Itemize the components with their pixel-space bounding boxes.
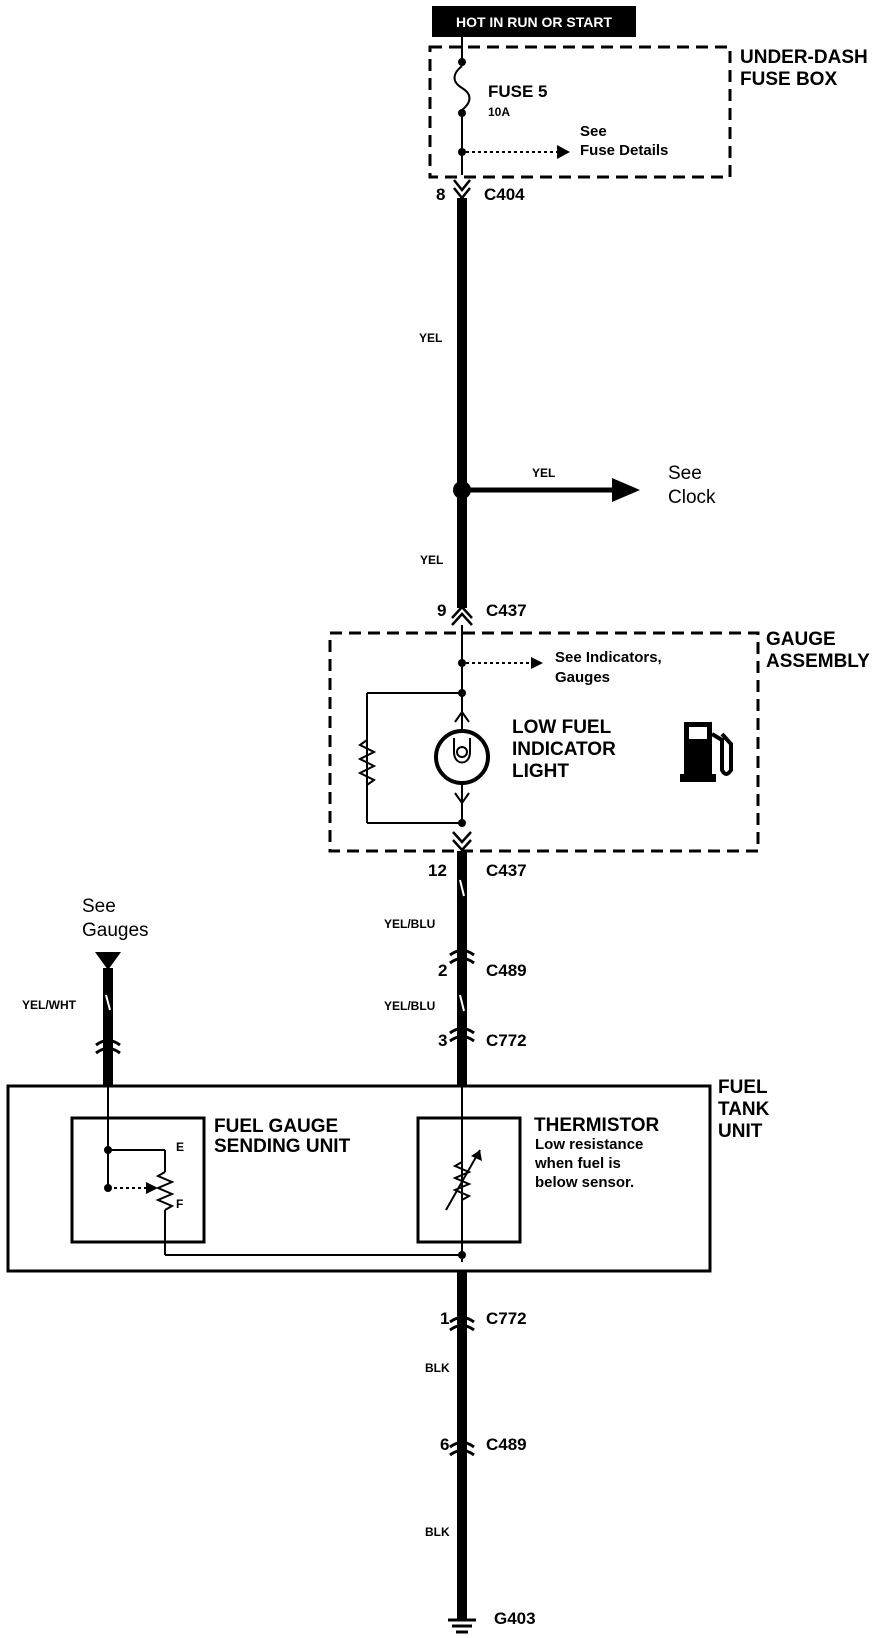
c772-bottom-pin: 1	[440, 1309, 450, 1328]
clock-arrow	[612, 478, 640, 502]
gauges-label: Gauges	[82, 920, 149, 941]
low-fuel-light-3: LIGHT	[512, 761, 569, 782]
ground-symbol	[448, 1618, 476, 1634]
c489-bottom-connector	[449, 1441, 475, 1457]
indicators-gauges: Gauges	[555, 669, 611, 686]
c489-bottom-name: C489	[486, 1435, 527, 1454]
low-fuel-light-2: INDICATOR	[512, 739, 616, 760]
thermistor-box	[416, 1116, 522, 1244]
rheostat-symbol	[155, 1171, 175, 1211]
wire-yel-2: YEL	[420, 553, 444, 567]
fuse-details-arrow	[557, 145, 570, 159]
thermistor-desc-2: when fuel is	[535, 1155, 621, 1172]
fuse-rating: 10A	[488, 105, 511, 119]
c489-top-connector	[449, 949, 475, 965]
c437-top-name: C437	[486, 601, 527, 620]
gauges-see: See	[82, 896, 116, 917]
resistor-symbol	[357, 739, 377, 786]
thermistor-desc-1: Low resistance	[535, 1136, 644, 1153]
c437-bottom-pin: 12	[428, 861, 447, 880]
fuse-name: FUSE 5	[488, 82, 548, 101]
indicators-arrow	[531, 657, 543, 669]
c489-top-pin: 2	[438, 961, 448, 980]
thermistor-title: THERMISTOR	[534, 1115, 660, 1136]
gauge-assembly-title-1: GAUGE	[766, 629, 836, 650]
terminal-e: E	[176, 1140, 185, 1154]
sending-unit-title-1: FUEL GAUGE	[214, 1116, 339, 1137]
fuel-pump-icon	[680, 722, 733, 782]
low-fuel-light-1: LOW FUEL	[512, 717, 612, 738]
ground-name: G403	[494, 1609, 536, 1628]
wire-yel-blu-2: YEL/BLU	[384, 999, 436, 1013]
c437-top-connector	[451, 612, 473, 626]
fuse-details-label: Fuse Details	[580, 142, 669, 159]
terminal-f: F	[176, 1197, 184, 1211]
fuel-tank-title-1: FUEL	[718, 1077, 768, 1098]
gauge-assembly-title-2: ASSEMBLY	[766, 651, 870, 672]
c772-top-name: C772	[486, 1031, 527, 1050]
clock-see: See	[668, 463, 702, 484]
wire-yel-blu-1: YEL/BLU	[384, 917, 436, 931]
fuel-tank-title-2: TANK	[718, 1099, 770, 1120]
c772-bottom-connector	[449, 1316, 475, 1332]
gauge-assembly-outline	[328, 631, 760, 853]
power-source-header: HOT IN RUN OR START	[432, 6, 636, 37]
fuse-box-title-1: UNDER-DASH	[740, 47, 868, 68]
wire-blk-1: BLK	[425, 1361, 450, 1375]
c404-connector	[453, 179, 471, 193]
wire-yel-branch: YEL	[532, 466, 556, 480]
fuse-symbol	[453, 65, 471, 111]
c489-bottom-pin: 6	[440, 1435, 450, 1454]
thermistor-desc-3: below sensor.	[535, 1174, 635, 1191]
fuel-tank-unit-outline	[6, 1084, 712, 1273]
gauges-arrow	[95, 952, 121, 970]
clock-label: Clock	[668, 487, 716, 508]
fuse-details-see: See	[580, 123, 607, 140]
c489-top-name: C489	[486, 961, 527, 980]
wire-yel-wht: YEL/WHT	[22, 998, 76, 1012]
c404-pin: 8	[436, 185, 446, 204]
fuse-box-outline	[428, 45, 732, 179]
c772-top-pin: 3	[438, 1031, 448, 1050]
indicators-see: See Indicators,	[555, 649, 662, 666]
sending-unit-box	[70, 1116, 206, 1244]
wiper-arrow	[146, 1182, 158, 1194]
wire-yel-1: YEL	[419, 331, 443, 345]
c772-bottom-name: C772	[486, 1309, 527, 1328]
sending-unit-title-2: SENDING UNIT	[214, 1136, 351, 1157]
fuel-tank-title-3: UNIT	[718, 1121, 763, 1142]
c772-top-connector	[449, 1027, 475, 1043]
c437-top-pin: 9	[437, 601, 447, 620]
c437-bottom-connector	[452, 831, 472, 844]
c437-bottom-name: C437	[486, 861, 527, 880]
wire-blk-2: BLK	[425, 1525, 450, 1539]
fuse-box-title-2: FUSE BOX	[740, 69, 838, 90]
c404-name: C404	[484, 185, 525, 204]
